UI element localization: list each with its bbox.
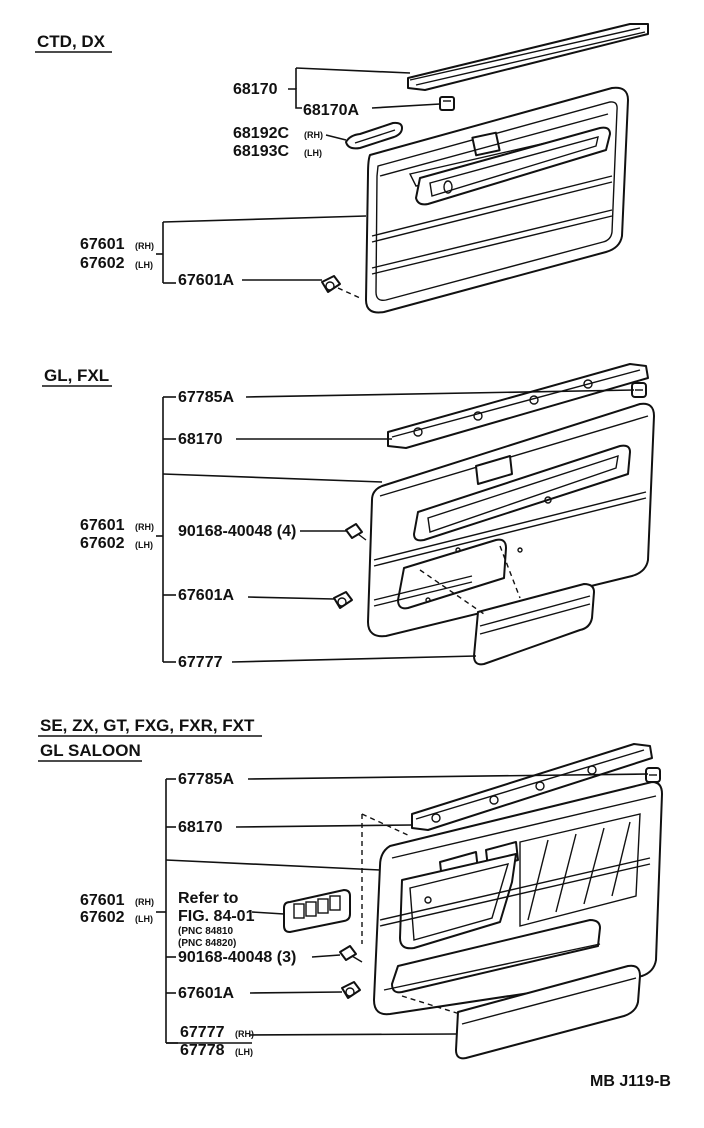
refer-to-text: Refer to [178, 890, 239, 907]
part-tag-lh: (LH) [304, 148, 322, 158]
section-title-gl-saloon: GL SALOON [40, 741, 141, 760]
part-number-68170a: 68170A [303, 102, 359, 119]
part-tag-lh: (LH) [235, 1047, 253, 1057]
part-tag-lh: (LH) [135, 540, 153, 550]
part-number-68193c: 68193C [233, 143, 289, 160]
leader-lines-1 [156, 67, 441, 284]
door-trim-panel-2 [367, 402, 655, 638]
section-title-ctd-dx: CTD, DX [37, 32, 106, 51]
assembly-dash [499, 545, 521, 599]
trim-clip-part-2 [333, 591, 353, 609]
belt-moulding-part [407, 23, 649, 91]
screw-part-2 [339, 945, 363, 963]
belt-moulding-part [387, 363, 649, 449]
part-tag-rh: (RH) [135, 241, 154, 251]
assembly-dash [337, 287, 361, 299]
part-number-67601a: 67601A [178, 587, 234, 604]
map-pocket-part [473, 583, 595, 666]
part-number-67601: 67601 [80, 892, 125, 909]
armrest-pocket-part [455, 964, 641, 1060]
assembly-dash [419, 569, 485, 615]
part-number-67777: 67777 [180, 1024, 225, 1041]
part-number-67601: 67601 [80, 517, 125, 534]
part-number-90168-40048: 90168-40048 (3) [178, 949, 296, 966]
part-number-67785a: 67785A [178, 389, 234, 406]
section-title-se-zx-gt: SE, ZX, GT, FXG, FXR, FXT [40, 716, 255, 735]
trim-clip-part-1 [321, 275, 341, 293]
belt-moulding-part [411, 743, 653, 831]
part-number-67601: 67601 [80, 236, 125, 253]
part-number-67601a: 67601A [178, 272, 234, 289]
part-tag-lh: (LH) [135, 914, 153, 924]
figure-code: MB J119-B [590, 1073, 671, 1090]
part-number-68170: 68170 [178, 431, 223, 448]
door-trim-panel-3 [373, 781, 663, 1016]
refer-figure-text: FIG. 84-01 [178, 908, 255, 925]
part-number-67602: 67602 [80, 535, 125, 552]
refer-pnc-2: (PNC 84820) [178, 938, 236, 949]
part-number-67785a: 67785A [178, 771, 234, 788]
screw-part-1 [345, 523, 367, 541]
part-number-90168-40048: 90168-40048 (4) [178, 523, 296, 540]
moulding-clip-part [439, 96, 455, 111]
part-number-68170: 68170 [178, 819, 223, 836]
part-tag-rh: (RH) [135, 897, 154, 907]
leader-lines-2 [156, 389, 635, 663]
part-number-67777: 67777 [178, 654, 223, 671]
part-tag-rh: (RH) [235, 1029, 254, 1039]
part-number-68192c: 68192C [233, 125, 289, 142]
assembly-dash [401, 995, 461, 1015]
part-number-67602: 67602 [80, 909, 125, 926]
moulding-clip-part [631, 382, 647, 398]
trim-clip-part-3 [341, 981, 361, 999]
part-tag-lh: (LH) [135, 260, 153, 270]
part-number-67601a: 67601A [178, 985, 234, 1002]
refer-pnc-1: (PNC 84810 [178, 926, 233, 937]
part-number-67602: 67602 [80, 255, 125, 272]
assembly-dash [361, 813, 411, 944]
part-tag-rh: (RH) [135, 522, 154, 532]
door-trim-panel-1 [365, 86, 629, 314]
part-number-68170: 68170 [233, 81, 278, 98]
pull-handle-part [345, 121, 403, 150]
part-tag-rh: (RH) [304, 130, 323, 140]
section-title-gl-fxl: GL, FXL [44, 366, 109, 385]
part-number-67778: 67778 [180, 1042, 225, 1059]
window-switch-part [283, 889, 351, 933]
leader-lines-3 [156, 773, 649, 1044]
moulding-clip-part [645, 767, 661, 783]
